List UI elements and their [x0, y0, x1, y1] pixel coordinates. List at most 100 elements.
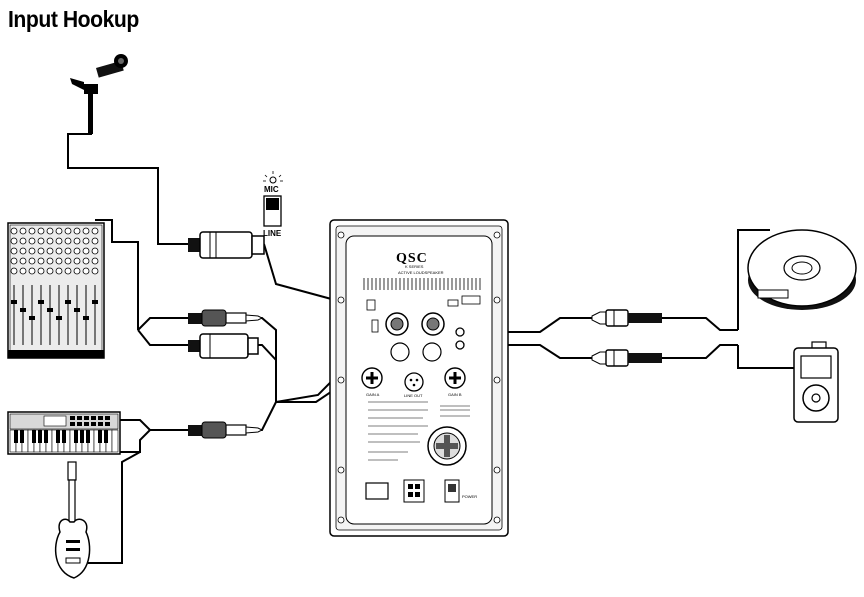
keyboard-button: [84, 416, 89, 420]
mixer-knob: [55, 227, 63, 235]
keyboard-black-key: [14, 430, 18, 443]
switch-line-label: LINE: [263, 229, 282, 238]
mixer-knob: [73, 237, 81, 245]
keyboard-black-key: [20, 430, 24, 443]
mixer-knob: [19, 227, 27, 235]
mixer-fader: [38, 300, 44, 304]
mixer-knob: [91, 247, 99, 255]
wire-split-bottom: [137, 329, 190, 346]
mixer-knob: [64, 227, 72, 235]
mixer-knob: [46, 247, 54, 255]
wire-merge-top: [240, 317, 277, 402]
panel-subtitle: ACTIVE LOUDSPEAKER: [398, 270, 444, 275]
mixer-knob: [73, 257, 81, 265]
mixer-knob: [19, 257, 27, 265]
keyboard-button: [77, 422, 82, 426]
keyboard-black-key: [98, 430, 102, 443]
keyboard-button: [70, 416, 75, 420]
mixer-knob: [82, 267, 90, 275]
panel-brand: QSC: [396, 251, 428, 266]
wire-mic: [67, 133, 188, 245]
gain-b-label: GAIN B: [448, 392, 462, 397]
rca-plug-icon: [591, 309, 662, 327]
mixer-knob: [82, 247, 90, 255]
jack-plug-icon: [188, 309, 264, 327]
keyboard-button: [70, 422, 75, 426]
keyboard-black-key: [86, 430, 90, 443]
input-b-jack: [421, 312, 445, 336]
mixer-knob: [37, 237, 45, 245]
wire-mixer: [95, 219, 139, 330]
mixer-knob: [28, 237, 36, 245]
rca-plug-icon-2: [591, 349, 662, 367]
gain-b-knob: [444, 367, 466, 389]
switch-mic-label: MIC: [264, 185, 279, 194]
keyboard-black-key: [80, 430, 84, 443]
mixer-knob: [91, 227, 99, 235]
power-label: POWER: [462, 494, 477, 499]
mixer-knob: [19, 237, 27, 245]
mixer-knob: [10, 227, 18, 235]
mixer-knob: [28, 267, 36, 275]
mixer-knob: [10, 267, 18, 275]
keyboard-white-key: [111, 429, 119, 453]
mixer-knob: [28, 227, 36, 235]
mixer-knob: [82, 257, 90, 265]
mixer-knob: [46, 267, 54, 275]
wire-guitar: [88, 451, 141, 564]
gain-a-label: GAIN A: [366, 392, 380, 397]
mixer-knob: [64, 257, 72, 265]
xlr-connector-icon-2: [188, 333, 259, 359]
speakon-connector: [427, 426, 467, 466]
mixer-knob: [73, 227, 81, 235]
mixer-knob: [55, 257, 63, 265]
power-inlet: [365, 482, 389, 500]
mixer-knob: [73, 267, 81, 275]
mixer-knob: [64, 247, 72, 255]
rca-input-jack-2: [455, 340, 465, 350]
mixer-knob: [10, 237, 18, 245]
keyboard-button: [105, 416, 110, 420]
mic-line-switch: MIC LINE: [263, 171, 283, 238]
mixer-fader: [56, 316, 62, 320]
wire-keyboard: [118, 419, 190, 431]
mp3-player-icon: [793, 341, 839, 423]
keyboard-black-key: [44, 430, 48, 443]
keyboard-black-key: [32, 430, 36, 443]
mixer-knob: [19, 247, 27, 255]
wire-cd-player: [737, 229, 770, 330]
wire-split-top: [137, 317, 190, 331]
cd-player-icon: [747, 229, 857, 310]
mixer-knob: [10, 247, 18, 255]
rca-input-jack: [455, 327, 465, 337]
keyboard-black-key: [56, 430, 60, 443]
guitar-icon: [54, 461, 91, 579]
jack-plug-icon-2: [188, 421, 264, 439]
mixer-fader: [47, 308, 53, 312]
line-out-label: LINE OUT: [404, 393, 423, 398]
mixer-knob: [91, 267, 99, 275]
speaker-panel: QSC K SERIES ACTIVE LOUDSPEAKER: [329, 219, 509, 537]
keyboard-button: [91, 422, 96, 426]
wire-rca-bottom-right: [662, 344, 738, 359]
mixer-fader: [20, 308, 26, 312]
keyboard-black-key: [38, 430, 42, 443]
line-out-jack: [404, 372, 424, 392]
mixer-fader: [74, 308, 80, 312]
keyboard-black-key: [104, 430, 108, 443]
wire-mp3: [737, 345, 794, 369]
mixer-knob: [82, 227, 90, 235]
mixer-knob: [28, 247, 36, 255]
mixer-icon: [7, 222, 105, 359]
mixer-knob: [46, 237, 54, 245]
mixer-knob: [19, 267, 27, 275]
mixer-fader: [29, 316, 35, 320]
mixer-knob: [37, 227, 45, 235]
mixer-knob: [64, 237, 72, 245]
keyboard-black-key: [62, 430, 66, 443]
wire-rca-top-right: [662, 317, 738, 331]
mixer-knob: [91, 257, 99, 265]
keyboard-button: [77, 416, 82, 420]
mixer-knob: [37, 257, 45, 265]
